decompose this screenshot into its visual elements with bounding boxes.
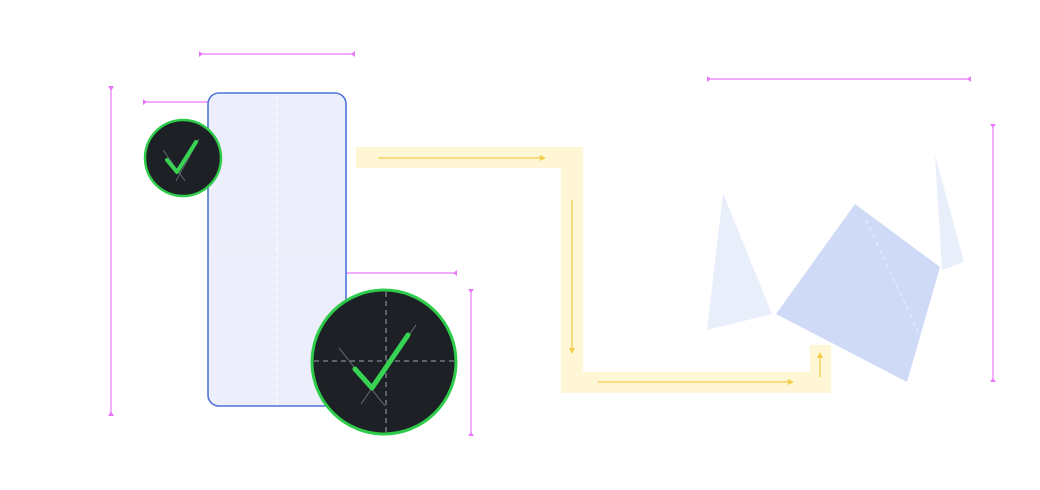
geometric-shapes bbox=[707, 155, 964, 382]
square-shape-tilted bbox=[776, 204, 940, 382]
triangle-shape-right bbox=[935, 155, 964, 270]
measure-line-left-vertical bbox=[108, 86, 114, 416]
measure-line-shapes-right bbox=[990, 124, 996, 382]
flow-arrow-right-top bbox=[378, 155, 546, 161]
small-check-badge bbox=[143, 118, 223, 198]
measure-line-panel-top bbox=[199, 51, 355, 57]
flow-arrow-down bbox=[569, 200, 575, 354]
measure-line-shapes-top bbox=[707, 76, 971, 82]
flow-path bbox=[356, 147, 831, 393]
measure-line-large-badge-height bbox=[468, 289, 474, 436]
panel-card bbox=[207, 92, 347, 407]
check-icon bbox=[165, 140, 198, 174]
check-icon bbox=[352, 332, 411, 391]
triangle-shape-left bbox=[707, 193, 772, 330]
flow-arrow-right-bottom bbox=[598, 379, 794, 385]
large-check-badge bbox=[310, 288, 458, 436]
flow-arrow-up bbox=[817, 352, 823, 377]
